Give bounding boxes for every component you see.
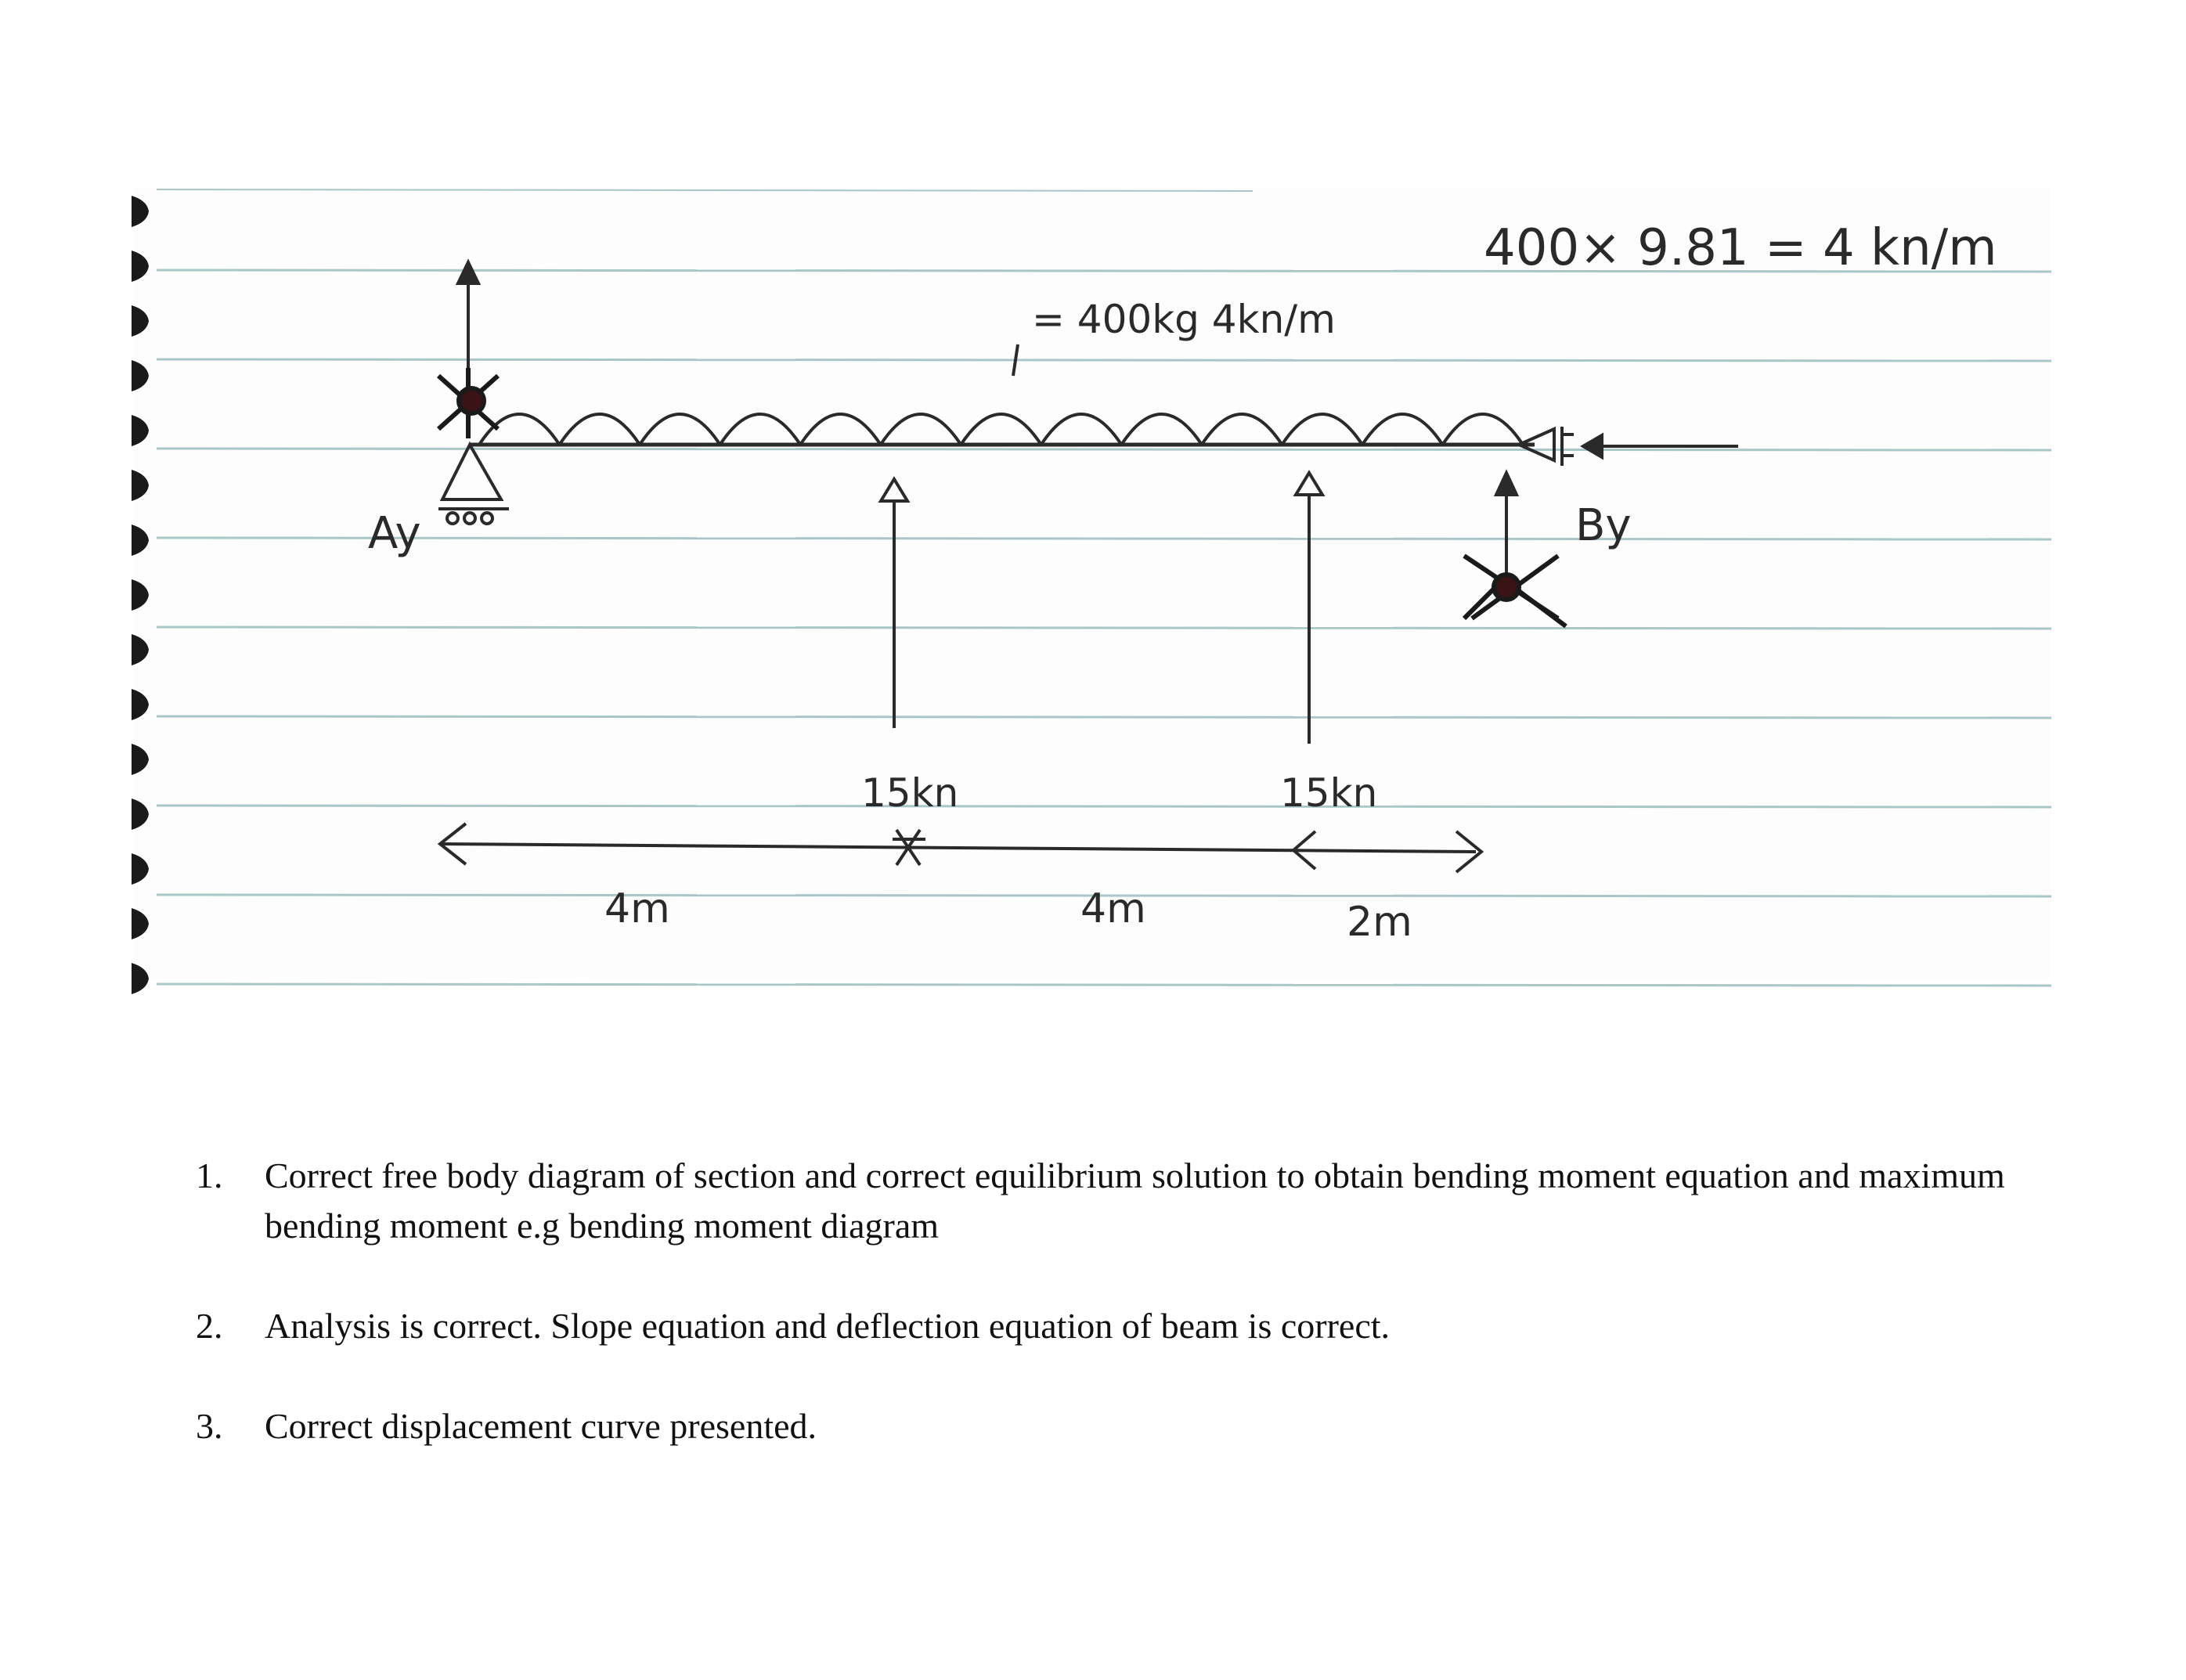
ruled-line bbox=[156, 625, 2052, 630]
dimension-label-1: 4m bbox=[604, 885, 670, 932]
spiral-ring bbox=[132, 634, 149, 665]
spiral-ring bbox=[132, 908, 149, 939]
criteria-text: Correct free body diagram of section and… bbox=[265, 1155, 2005, 1246]
point-load-arrow-1 bbox=[878, 476, 911, 728]
paper-sheet bbox=[133, 188, 2051, 979]
support-a-label: Ay bbox=[368, 508, 421, 559]
criteria-item: 3. Correct displacement curve presented. bbox=[188, 1401, 2067, 1451]
load-arc bbox=[718, 413, 802, 446]
spiral-ring bbox=[132, 251, 149, 282]
ruled-line bbox=[156, 358, 2052, 362]
spiral-ring bbox=[132, 689, 149, 720]
point-load-arrow-2 bbox=[1293, 470, 1326, 744]
support-a-pin bbox=[438, 441, 509, 525]
load-arc bbox=[799, 413, 882, 446]
criteria-item: 2. Analysis is correct. Slope equation a… bbox=[188, 1301, 2067, 1351]
spiral-ring bbox=[132, 853, 149, 885]
distributed-load-arcs bbox=[478, 413, 1524, 446]
criteria-number: 1. bbox=[196, 1155, 223, 1195]
spiral-ring bbox=[132, 525, 149, 556]
point-load-label-1: 15kn bbox=[861, 770, 958, 816]
criteria-text: Correct displacement curve presented. bbox=[265, 1406, 817, 1446]
spiral-ring bbox=[132, 579, 149, 611]
ruled-line bbox=[156, 536, 2052, 541]
spiral-ring bbox=[132, 799, 149, 830]
load-equation: 400× 9.81 = 4 kn/m bbox=[1484, 219, 1997, 277]
load-arc bbox=[1361, 413, 1445, 446]
ruled-line bbox=[156, 715, 2052, 719]
spiral-ring bbox=[132, 470, 149, 501]
support-b-label: By bbox=[1575, 500, 1632, 551]
load-arc bbox=[1120, 413, 1203, 446]
load-arc bbox=[879, 413, 962, 446]
support-a-mark bbox=[436, 368, 500, 438]
load-annotation: = 400kg 4kn/m bbox=[1032, 297, 1336, 342]
spiral-ring bbox=[132, 415, 149, 446]
ruled-line bbox=[156, 189, 1254, 192]
load-arc bbox=[1280, 413, 1364, 446]
load-arc bbox=[557, 413, 641, 446]
ruled-line bbox=[156, 804, 2052, 809]
load-arc bbox=[478, 413, 561, 446]
criteria-number: 3. bbox=[196, 1406, 223, 1446]
dimension-label-2: 4m bbox=[1080, 885, 1146, 932]
horizontal-reaction-arrow bbox=[1580, 432, 1738, 460]
load-arc bbox=[1441, 413, 1524, 446]
spiral-ring bbox=[132, 744, 149, 775]
spiral-binding bbox=[132, 196, 149, 994]
support-b-mark bbox=[1462, 553, 1567, 629]
spiral-ring bbox=[132, 963, 149, 994]
ruled-line bbox=[156, 982, 2052, 987]
beam-sketch: Ay By bbox=[132, 188, 2052, 994]
ruled-line bbox=[156, 893, 2052, 898]
support-b-bracket bbox=[1515, 426, 1574, 466]
load-arc bbox=[638, 413, 722, 446]
spiral-ring bbox=[132, 196, 149, 227]
point-load-label-2: 15kn bbox=[1280, 770, 1377, 816]
notebook-paper bbox=[132, 188, 2052, 994]
criteria-list: 1. Correct free body diagram of section … bbox=[188, 1151, 2067, 1502]
ruled-line bbox=[156, 447, 2052, 452]
spiral-ring bbox=[132, 360, 149, 391]
criteria-item: 1. Correct free body diagram of section … bbox=[188, 1151, 2067, 1251]
load-arc bbox=[1200, 413, 1284, 446]
dimension-line bbox=[437, 822, 1484, 874]
criteria-text: Analysis is correct. Slope equation and … bbox=[265, 1306, 1391, 1346]
spiral-ring bbox=[132, 305, 149, 337]
load-annotation-leader bbox=[1012, 344, 1019, 377]
load-arc bbox=[959, 413, 1043, 446]
dimension-label-3: 2m bbox=[1347, 899, 1412, 946]
criteria-number: 2. bbox=[196, 1306, 223, 1346]
load-arc bbox=[1040, 413, 1123, 446]
